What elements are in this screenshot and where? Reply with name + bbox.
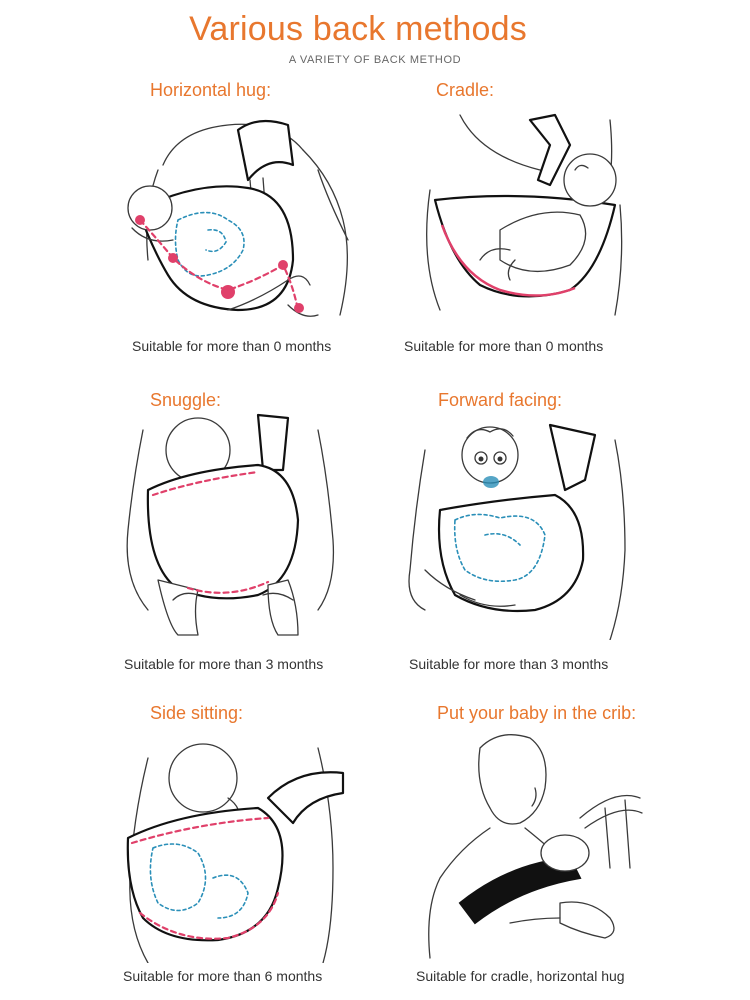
method-label-side-sitting: Side sitting: bbox=[150, 703, 244, 723]
method-caption-horizontal-hug: Suitable for more than 0 months bbox=[132, 338, 332, 354]
method-caption-forward-facing: Suitable for more than 3 months bbox=[409, 656, 609, 672]
method-caption-cradle: Suitable for more than 0 months bbox=[404, 338, 604, 354]
horizontal-hug-illustration bbox=[118, 110, 368, 330]
method-label-cradle: Cradle: bbox=[436, 80, 495, 100]
forward-facing-illustration bbox=[405, 410, 630, 640]
method-label-horizontal-hug: Horizontal hug: bbox=[150, 80, 272, 100]
method-label-forward-facing: Forward facing: bbox=[438, 390, 563, 410]
method-caption-crib: Suitable for cradle, horizontal hug bbox=[416, 968, 625, 984]
snuggle-illustration bbox=[118, 410, 348, 640]
method-label-crib: Put your baby in the crib: bbox=[437, 703, 637, 723]
page-subtitle: A VARIETY OF BACK METHOD bbox=[288, 54, 462, 66]
method-caption-snuggle: Suitable for more than 3 months bbox=[124, 656, 324, 672]
method-caption-side-sitting: Suitable for more than 6 months bbox=[123, 968, 323, 984]
side-sitting-illustration bbox=[118, 728, 348, 963]
method-label-snuggle: Snuggle: bbox=[150, 390, 222, 410]
page-title: Various back methods bbox=[189, 10, 527, 48]
cradle-illustration bbox=[420, 110, 635, 325]
crib-illustration bbox=[420, 728, 645, 963]
